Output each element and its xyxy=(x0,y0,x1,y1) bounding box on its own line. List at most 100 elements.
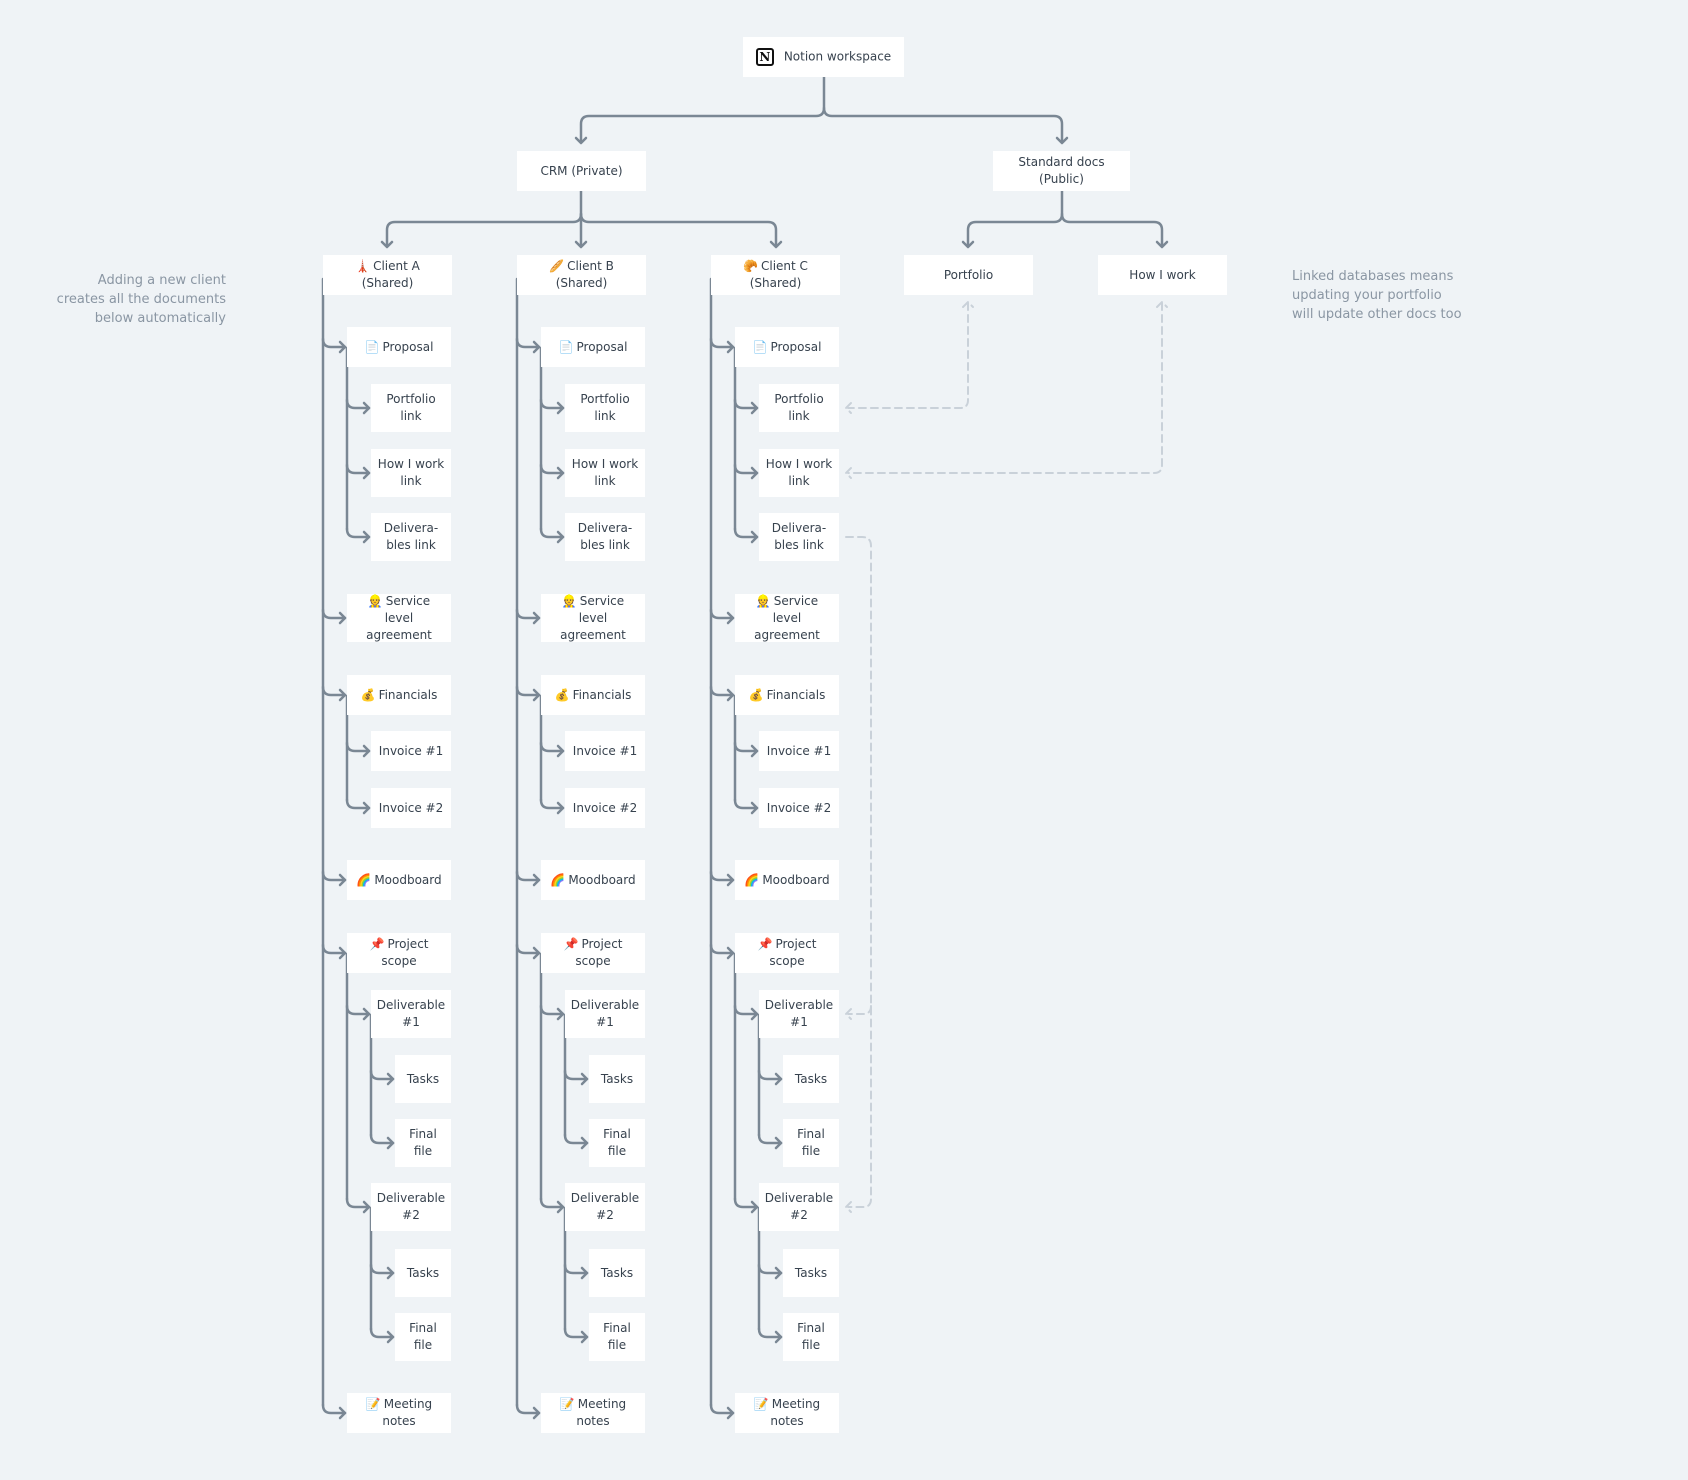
client-a-deliverable-2-node[interactable]: Deliverable #2 xyxy=(371,1183,451,1231)
client-b-deliverable-2-node[interactable]: Deliverable #2 xyxy=(565,1183,645,1231)
client-b-project-scope-node[interactable]: 📌Project scope xyxy=(541,933,645,973)
client-b-final-file-1-node[interactable]: Final file xyxy=(589,1119,645,1167)
client-b-sla-connector xyxy=(515,608,541,620)
client-c-invoice-1-node[interactable]: Invoice #1 xyxy=(759,731,839,771)
client-b-tasks-2-node[interactable]: Tasks xyxy=(589,1249,645,1297)
client-c-financials-node[interactable]: 💰Financials xyxy=(735,675,839,715)
client-c-portfolio-link-node[interactable]: Portfolio link xyxy=(759,384,839,432)
client-c-tasks-1-node[interactable]: Tasks xyxy=(783,1055,839,1103)
client-a-invoice-2-node[interactable]: Invoice #2 xyxy=(371,788,451,828)
client-a-tasks-1-node[interactable]: Tasks xyxy=(395,1055,451,1103)
client-b-sla-node[interactable]: 👷Service level agreement xyxy=(541,594,645,642)
client-c-final-file-1-node[interactable]: Final file xyxy=(783,1119,839,1167)
pushpin-icon: 📌 xyxy=(757,937,773,951)
client-c-moodboard-node[interactable]: 🌈Moodboard xyxy=(735,860,839,900)
client-c-meeting-notes-node[interactable]: 📝Meeting notes xyxy=(735,1393,839,1433)
client-a-deliverables-link-connector-arrow xyxy=(362,530,371,544)
client-c-portfolio-link-node-label: Portfolio link xyxy=(774,392,824,423)
client-b-tasks-2-connector-arrow xyxy=(580,1266,589,1280)
client-b-deliverables-link-connector xyxy=(539,527,565,539)
client-a-financials-node[interactable]: 💰Financials xyxy=(347,675,451,715)
memo-icon: 📝 xyxy=(365,1397,381,1411)
how-i-work-node[interactable]: How I work xyxy=(1098,255,1227,295)
client-a-deliverable-1-node[interactable]: Deliverable #1 xyxy=(371,990,451,1038)
client-a-moodboard-node[interactable]: 🌈Moodboard xyxy=(347,860,451,900)
client-c-invoice-2-node[interactable]: Invoice #2 xyxy=(759,788,839,828)
client-a-final-file-2-node-label: Final file xyxy=(409,1321,437,1352)
client-b-how-i-work-link-node[interactable]: How I work link xyxy=(565,449,645,497)
client-b-deliverable-1-node[interactable]: Deliverable #1 xyxy=(565,990,645,1038)
client-a-final-file-1-node[interactable]: Final file xyxy=(395,1119,451,1167)
note-new-client: Adding a new client creates all the docu… xyxy=(56,273,226,326)
client-a-meeting-notes-node[interactable]: 📝Meeting notes xyxy=(347,1393,451,1433)
worker-icon: 👷 xyxy=(367,593,383,608)
client-a-deliverable-2-node-label: Deliverable #2 xyxy=(376,1191,446,1222)
linked-portfolio-arrow-left xyxy=(845,402,852,414)
client-a-tasks-2-node[interactable]: Tasks xyxy=(395,1249,451,1297)
client-c-deliverable-1-node[interactable]: Deliverable #1 xyxy=(759,990,839,1038)
standard-docs-node[interactable]: Standard docs (Public) xyxy=(993,151,1130,191)
client-b-proposal-connector-arrow xyxy=(532,340,541,354)
portfolio-node[interactable]: Portfolio xyxy=(904,255,1033,295)
client-c-node-label: Client C (Shared) xyxy=(749,259,808,290)
client-a-how-i-work-link-node[interactable]: How I work link xyxy=(371,449,451,497)
client-c-sla-connector-arrow xyxy=(726,611,735,625)
client-c-financials-node-label: Financials xyxy=(766,687,826,702)
client-b-final-file-2-node[interactable]: Final file xyxy=(589,1313,645,1361)
client-b-deliverables-link-node-label: Delivera-bles link xyxy=(577,521,633,552)
client-a-node[interactable]: 🗼Client A (Shared) xyxy=(323,255,452,295)
client-a-invoice-1-node[interactable]: Invoice #1 xyxy=(371,731,451,771)
client-b-financials-connector-arrow xyxy=(532,688,541,702)
client-b-final-file-1-node-label: Final file xyxy=(603,1127,631,1158)
client-c-final-file-1-node-label: Final file xyxy=(797,1127,825,1158)
how-i-work-node-label: How I work xyxy=(1129,267,1196,282)
client-a-proposal-node[interactable]: 📄Proposal xyxy=(347,327,451,367)
crm-private-node[interactable]: CRM (Private) xyxy=(517,151,646,191)
client-c-invoice-1-connector-arrow xyxy=(750,744,759,758)
client-b-tasks-1-node[interactable]: Tasks xyxy=(589,1055,645,1103)
client-c-deliverables-link-node[interactable]: Delivera-bles link xyxy=(759,513,839,561)
client-b-portfolio-link-node[interactable]: Portfolio link xyxy=(565,384,645,432)
client-c-final-file-2-node[interactable]: Final file xyxy=(783,1313,839,1361)
client-b-final-file-2-connector xyxy=(563,1327,589,1339)
client-a-sla-node[interactable]: 👷Service level agreement xyxy=(347,594,451,642)
page-icon: 📄 xyxy=(752,339,768,354)
portfolio-node-label: Portfolio xyxy=(943,267,994,282)
client-c-invoice-2-connector-arrow xyxy=(750,801,759,815)
connector-crm-client-c-arrow xyxy=(769,240,783,249)
client-c-sla-node[interactable]: 👷Service level agreement xyxy=(735,594,839,642)
client-b-proposal-node[interactable]: 📄Proposal xyxy=(541,327,645,367)
client-c-invoice-1-node-label: Invoice #1 xyxy=(766,743,832,758)
client-a-portfolio-link-node[interactable]: Portfolio link xyxy=(371,384,451,432)
client-a-proposal-connector xyxy=(321,337,347,349)
client-b-deliverables-link-node[interactable]: Delivera-bles link xyxy=(565,513,645,561)
client-c-proposal-node[interactable]: 📄Proposal xyxy=(735,327,839,367)
client-a-project-scope-connector-arrow xyxy=(338,946,347,960)
client-b-meeting-notes-node[interactable]: 📝Meeting notes xyxy=(541,1393,645,1433)
client-b-node[interactable]: 🥖Client B (Shared) xyxy=(517,255,646,295)
client-c-deliverable-2-node[interactable]: Deliverable #2 xyxy=(759,1183,839,1231)
client-c-sla-node-label: Service level agreement xyxy=(754,593,820,642)
client-a-project-scope-node[interactable]: 📌Project scope xyxy=(347,933,451,973)
client-b-meeting-notes-connector xyxy=(515,1403,541,1415)
client-a-deliverable-1-node-label: Deliverable #1 xyxy=(376,998,446,1029)
client-c-how-i-work-link-node[interactable]: How I work link xyxy=(759,449,839,497)
client-a-meeting-notes-connector-arrow xyxy=(338,1406,347,1420)
linked-deliverable-1-arrow xyxy=(845,1008,852,1020)
connector-crm-client-c xyxy=(579,212,778,248)
client-b-invoice-1-node[interactable]: Invoice #1 xyxy=(565,731,645,771)
client-b-meeting-notes-connector-arrow xyxy=(532,1406,541,1420)
client-c-tasks-1-node-label: Tasks xyxy=(794,1071,828,1086)
client-b-financials-node[interactable]: 💰Financials xyxy=(541,675,645,715)
client-b-moodboard-node[interactable]: 🌈Moodboard xyxy=(541,860,645,900)
client-a-final-file-2-node[interactable]: Final file xyxy=(395,1313,451,1361)
client-b-node-label: Client B (Shared) xyxy=(555,259,614,290)
client-c-node[interactable]: 🥐Client C (Shared) xyxy=(711,255,840,295)
worker-icon: 👷 xyxy=(561,593,577,608)
client-a-invoice-1-node-label: Invoice #1 xyxy=(378,743,444,758)
client-c-project-scope-node[interactable]: 📌Project scope xyxy=(735,933,839,973)
client-a-deliverables-link-node[interactable]: Delivera-bles link xyxy=(371,513,451,561)
client-b-invoice-2-node[interactable]: Invoice #2 xyxy=(565,788,645,828)
client-c-tasks-2-node[interactable]: Tasks xyxy=(783,1249,839,1297)
